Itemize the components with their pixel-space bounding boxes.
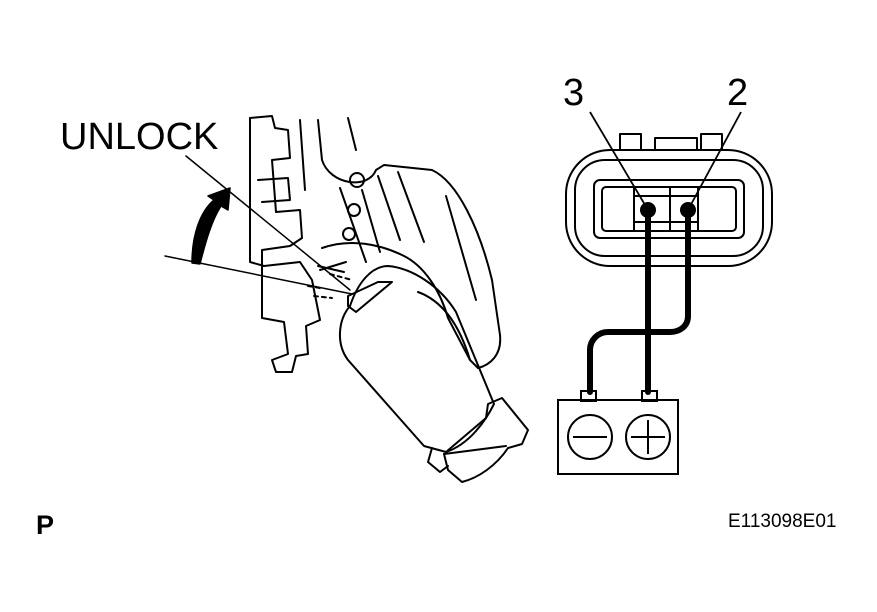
plug-connector [339, 265, 529, 483]
negative-terminal-icon [567, 414, 613, 460]
positive-terminal-icon [625, 414, 671, 460]
bracket-housing [249, 115, 321, 373]
battery [557, 390, 679, 475]
pin-2-label: 2 [727, 72, 749, 114]
unlock-arrow-icon [191, 187, 231, 265]
connector-face [565, 133, 773, 267]
unlock-label: UNLOCK [60, 116, 219, 158]
test-leads [587, 207, 691, 395]
pin-leaders [589, 111, 742, 211]
pin-3-label: 3 [563, 72, 585, 114]
figure-code-label: E113098E01 [728, 511, 837, 532]
view-letter-label: P [36, 510, 55, 540]
lever-body [317, 117, 502, 369]
leader-lines [164, 155, 353, 295]
